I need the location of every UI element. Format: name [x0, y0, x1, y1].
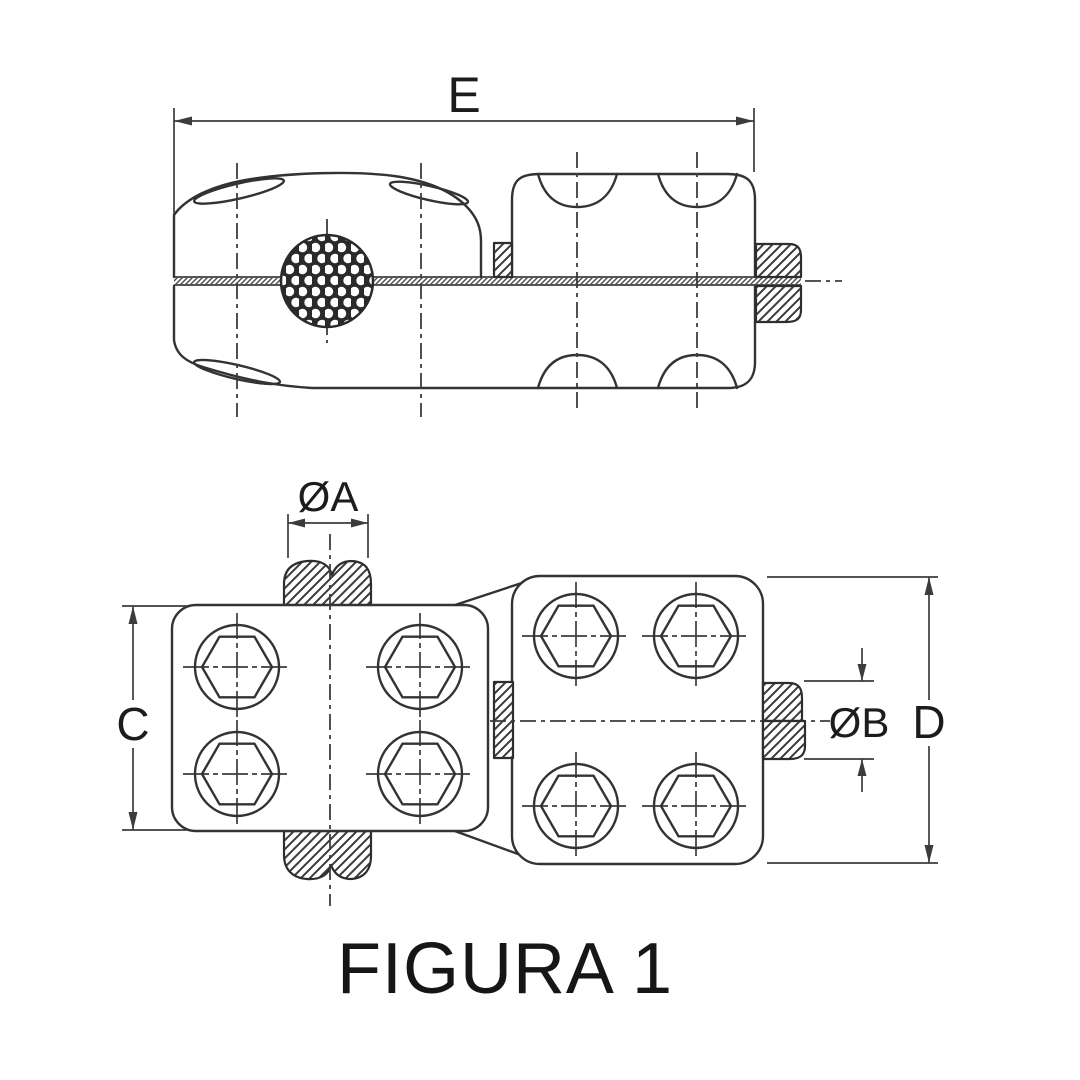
seam-hatch: [174, 275, 801, 287]
dim-label-dia-b: ØB: [829, 699, 890, 746]
dim-label-dia-a: ØA: [298, 473, 359, 520]
arrowhead-left: [288, 518, 305, 528]
conductor-hatch-top: [282, 559, 373, 610]
arrowhead-bottom: [857, 759, 867, 776]
conductor-cross-section: [279, 219, 375, 343]
arrowhead-right: [736, 116, 754, 126]
arrowhead-bottom: [924, 845, 934, 863]
dim-label-d: D: [912, 696, 945, 748]
bolt-end-section-side: [754, 242, 803, 324]
left-body-upper-cap: [172, 171, 483, 279]
dim-label-c: C: [116, 698, 149, 750]
arrowhead-right: [351, 518, 368, 528]
spacer-washer-side: [492, 241, 514, 279]
arrowhead-top: [924, 577, 934, 595]
side-view: E: [172, 67, 842, 417]
dimension-c: C: [116, 605, 188, 831]
arrowhead-bottom: [128, 812, 138, 830]
dimension-dia-b: ØB: [804, 648, 889, 792]
chamfer-sliver-top-left: [192, 177, 286, 205]
plan-view: ØA C ØB: [116, 473, 946, 906]
chamfer-sliver-bottom-left: [192, 358, 282, 386]
bolt-end-section-plan: [761, 681, 807, 761]
conductor-hatch-bottom: [282, 829, 373, 881]
dimension-dia-a: ØA: [287, 473, 369, 558]
chamfer-sliver-top-right: [388, 180, 470, 206]
arrowhead-top: [857, 664, 867, 681]
spacer-washer-plan: [492, 680, 515, 760]
arrowhead-top: [128, 606, 138, 624]
dim-label-e: E: [447, 67, 480, 123]
dimension-e: E: [173, 67, 755, 268]
dimension-d: D: [767, 576, 946, 864]
lower-body: [172, 284, 757, 390]
bolt-axes-side: [236, 152, 698, 417]
figure-caption: FIGURA 1: [337, 929, 673, 1009]
arrowhead-left: [174, 116, 192, 126]
right-body-upper: [510, 172, 757, 279]
